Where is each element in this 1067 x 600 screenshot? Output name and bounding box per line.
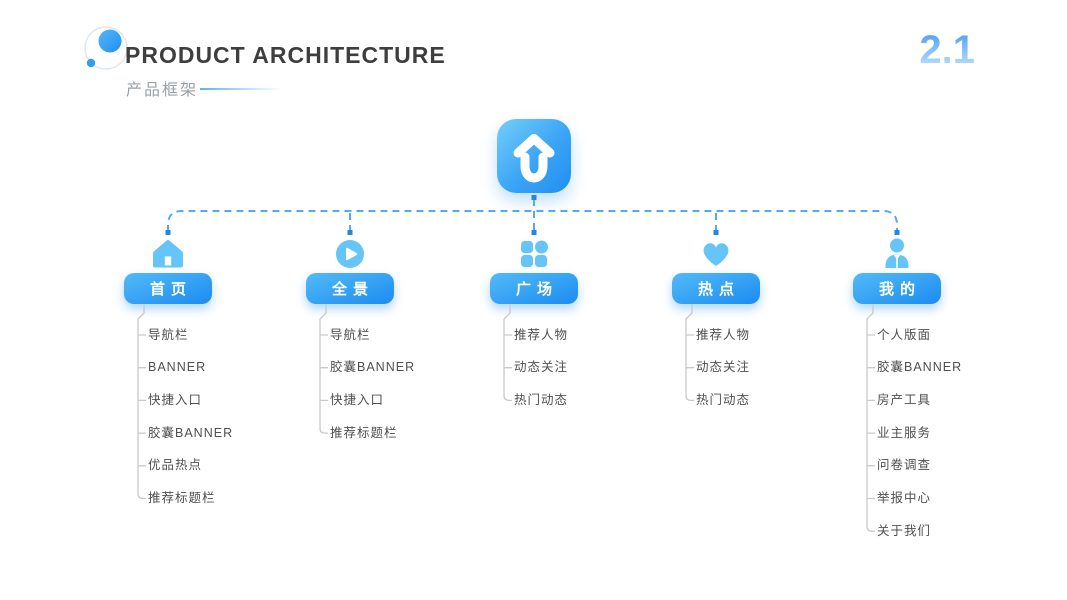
feature-item: 胶囊BANNER xyxy=(330,360,416,375)
tree-connector xyxy=(503,304,512,402)
play-icon xyxy=(335,236,365,269)
feature-item: 导航栏 xyxy=(148,327,189,342)
feature-item: 个人版面 xyxy=(877,327,932,342)
feature-item: 推荐标题栏 xyxy=(148,491,216,505)
home-app-icon xyxy=(497,119,571,193)
branch-column-panorama: 全景 导航栏胶囊BANNER 快捷入口推荐标题栏 xyxy=(275,236,425,556)
house-u-glyph xyxy=(513,134,555,183)
branch-button-plaza[interactable]: 广场 xyxy=(490,273,578,304)
feature-item: 房产工具 xyxy=(877,392,932,407)
feature-item: 推荐标题栏 xyxy=(330,425,398,440)
feature-item: 导航栏 xyxy=(330,327,371,342)
tree-connector xyxy=(685,304,694,402)
page-subtitle: 产品框架 xyxy=(126,82,199,99)
subtitle-underline xyxy=(200,88,283,90)
feature-item: 关于我们 xyxy=(877,523,932,538)
heart-icon xyxy=(699,236,733,269)
tree-connector xyxy=(866,304,875,532)
branch-button-panorama[interactable]: 全景 xyxy=(306,273,394,304)
feature-item: 热门动态 xyxy=(514,392,569,407)
branch-button-home[interactable]: 首页 xyxy=(124,273,212,304)
feature-item: 举报中心 xyxy=(877,491,932,505)
feature-item: 热门动态 xyxy=(696,392,751,407)
branch-button-hot[interactable]: 热点 xyxy=(672,273,760,304)
orbit-logo-icon xyxy=(84,26,128,70)
feature-item: 问卷调查 xyxy=(877,458,932,473)
feature-item: 推荐人物 xyxy=(514,327,569,342)
grid-icon xyxy=(519,236,549,269)
feature-item: 优品热点 xyxy=(148,458,203,473)
feature-item: 快捷入口 xyxy=(330,392,385,407)
branch-column-plaza: 广场 推荐人物动态关注热门动态 xyxy=(459,236,609,556)
feature-item: 胶囊BANNER xyxy=(877,360,963,375)
feature-item: 业主服务 xyxy=(877,425,932,440)
feature-item: BANNER xyxy=(148,360,207,375)
branch-column-home: 首页 导航栏 BANNER 快捷入口胶囊BANNER 优品热点推荐标题栏 xyxy=(93,236,243,556)
feature-item: 快捷入口 xyxy=(148,392,203,407)
page-title: PRODUCT ARCHITECTURE xyxy=(125,42,446,68)
feature-item: 动态关注 xyxy=(696,360,751,375)
tree-connector xyxy=(319,304,328,434)
feature-item: 推荐人物 xyxy=(696,327,751,342)
house-icon xyxy=(152,236,184,269)
person-icon xyxy=(882,236,912,269)
branch-column-hot: 热点 推荐人物动态关注热门动态 xyxy=(641,236,791,556)
branch-button-mine[interactable]: 我的 xyxy=(853,273,941,304)
branch-column-mine: 我的 个人版面胶囊BANNER 房产工具业主服务问卷调查举报中心关于我们 xyxy=(822,236,972,556)
feature-item: 动态关注 xyxy=(514,360,569,375)
feature-item: 胶囊BANNER xyxy=(148,425,234,440)
page-number: 2.1 xyxy=(919,28,975,72)
tree-connector xyxy=(137,304,146,500)
